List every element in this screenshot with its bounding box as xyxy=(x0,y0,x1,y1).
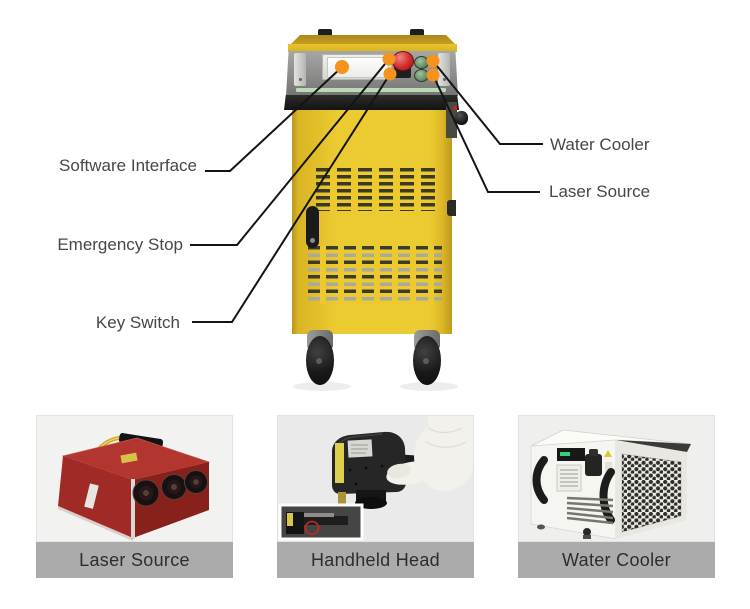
caster-axle-left xyxy=(316,358,322,364)
card-caption-handheld-head: Handheld Head xyxy=(277,542,474,578)
label-water-cooler: Water Cooler xyxy=(550,135,650,154)
label-emergency-stop: Emergency Stop xyxy=(57,235,183,254)
laser-source-photo xyxy=(36,415,233,542)
lid-hinge-right xyxy=(410,29,424,38)
card-handheld-head: Handheld Head xyxy=(277,415,474,578)
machine-lid-front xyxy=(288,44,457,52)
door-handle-lock xyxy=(310,238,315,243)
callout-dot-water-cooler xyxy=(426,54,440,68)
laser-source-illustration xyxy=(58,433,211,541)
door-handle xyxy=(306,206,319,248)
side-latch xyxy=(447,200,456,216)
card-caption-laser-source: Laser Source xyxy=(36,542,233,578)
side-knob xyxy=(455,111,468,125)
side-knob-mount xyxy=(446,102,457,138)
wheel-shadow-right xyxy=(400,382,458,391)
wheel-shadow-left xyxy=(293,382,351,391)
label-laser-source: Laser Source xyxy=(549,182,651,201)
callout-dot-emergency-stop xyxy=(382,52,396,66)
water-cooler-illustration xyxy=(530,429,692,540)
callout-line-emergency-stop xyxy=(190,58,390,246)
side-indicator-red xyxy=(453,106,457,110)
upper-vent-grille xyxy=(316,168,436,211)
callout-dot-software-interface xyxy=(335,60,349,74)
handheld-head-inset xyxy=(278,503,364,541)
callout-line-software-interface xyxy=(205,66,343,172)
card-laser-source: Laser Source xyxy=(36,415,233,578)
callout-line-water-cooler xyxy=(432,60,543,145)
card-water-cooler: Water Cooler xyxy=(518,415,715,578)
lid-hinge-left xyxy=(318,29,332,38)
callout-line-laser-source xyxy=(432,74,540,193)
caster-axle-right xyxy=(423,358,429,364)
water-cooler-photo xyxy=(518,415,715,542)
callout-dot-key-switch xyxy=(383,67,397,81)
panel-green-strip xyxy=(296,88,446,92)
panel-screw-left xyxy=(299,78,302,81)
callout-dot-laser-source xyxy=(426,68,440,82)
handheld-head-photo xyxy=(277,415,474,542)
lower-vent-grille xyxy=(308,246,442,304)
label-software-interface: Software Interface xyxy=(59,156,197,175)
handheld-head-illustration xyxy=(278,416,473,541)
panel-screw-right xyxy=(443,78,446,81)
label-key-switch: Key Switch xyxy=(95,313,180,332)
panel-rail-left xyxy=(294,53,306,86)
inset-highlight-circle xyxy=(304,520,320,536)
callout-line-key-switch xyxy=(192,73,391,323)
machine-lid-top xyxy=(290,35,456,45)
card-caption-water-cooler: Water Cooler xyxy=(518,542,715,578)
